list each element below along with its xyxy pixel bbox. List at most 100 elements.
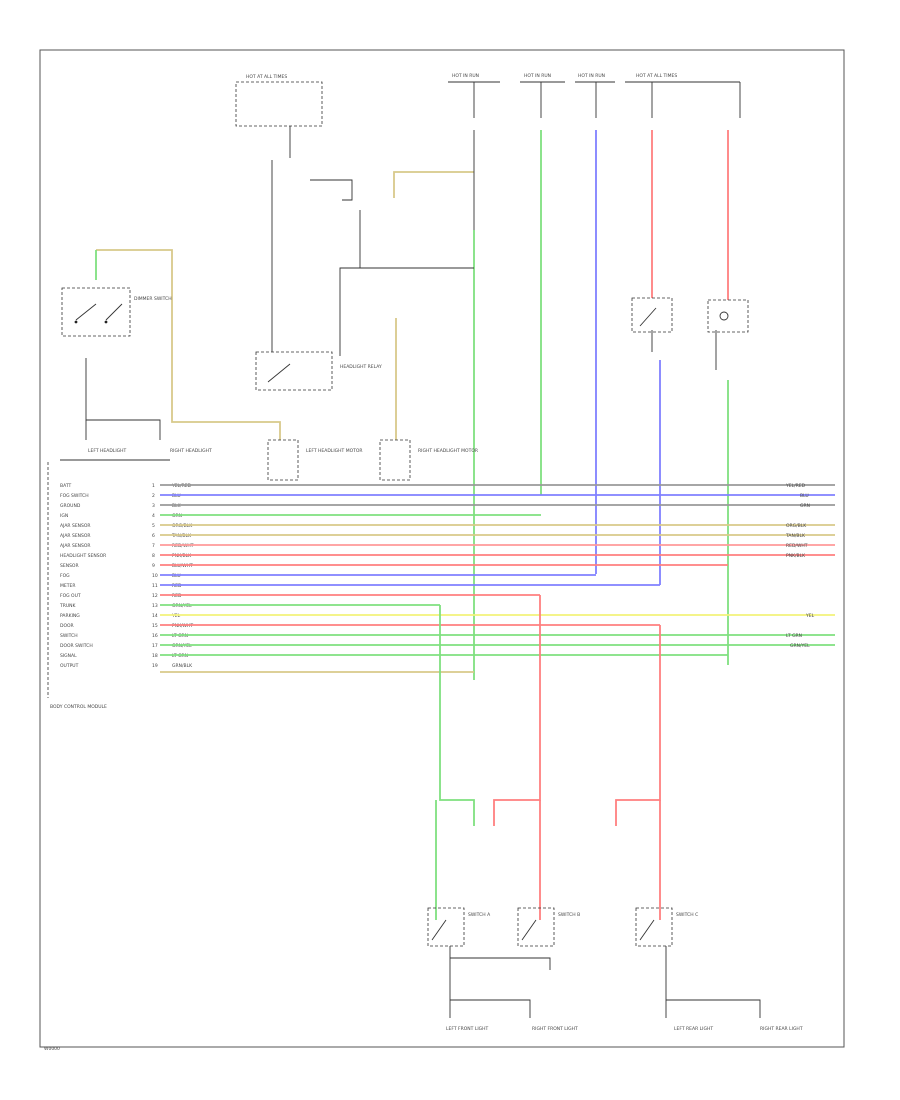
pin-wire-3: GRN — [172, 513, 182, 519]
svg-text:PNK/BLK: PNK/BLK — [786, 553, 806, 559]
svg-text:DIMMER SWITCH: DIMMER SWITCH — [134, 296, 172, 302]
switch-a: SWITCH A — [427, 907, 491, 947]
svg-text:LEFT REAR LIGHT: LEFT REAR LIGHT — [674, 1026, 713, 1032]
pin-name-12: TRUNK — [59, 603, 77, 609]
pin-name-13: PARKING — [60, 613, 80, 619]
pin-name-0: BATT — [60, 483, 71, 489]
svg-text:HEADLIGHT RELAY: HEADLIGHT RELAY — [340, 364, 382, 370]
pin-wire-13: YEL — [171, 613, 181, 619]
pin-name-2: GROUND — [60, 503, 81, 509]
svg-text:HOT IN RUN: HOT IN RUN — [578, 73, 605, 79]
pin-num-4: 5 — [152, 523, 155, 529]
svg-text:LEFT FRONT LIGHT: LEFT FRONT LIGHT — [446, 1026, 489, 1032]
dimmer-switch: DIMMER SWITCH — [61, 287, 172, 337]
svg-text:RIGHT HEADLIGHT: RIGHT HEADLIGHT — [170, 448, 212, 454]
switch-b: SWITCH B — [517, 907, 580, 947]
pin-num-10: 11 — [152, 583, 158, 589]
svg-text:RED/WHT: RED/WHT — [786, 543, 808, 549]
fuse-box-1: HOT AT ALL TIMES — [235, 74, 323, 158]
wire-tan-dimmer — [96, 249, 281, 440]
pin-num-7: 8 — [152, 553, 155, 559]
pin-wire-14: PNK/WHT — [172, 623, 193, 629]
pin-name-6: AJAR SENSOR — [60, 543, 91, 549]
pin-num-6: 7 — [152, 543, 155, 549]
svg-text:GRN: GRN — [800, 503, 810, 509]
pin-num-8: 9 — [152, 563, 155, 569]
pin-wire-10: RED — [172, 583, 182, 589]
pin-name-3: IGN — [60, 513, 68, 519]
pin-num-0: 1 — [152, 483, 155, 489]
pin-name-8: SENSOR — [60, 563, 79, 569]
pin-wire-1: BLU — [172, 493, 181, 499]
pin-num-3: 4 — [152, 513, 155, 519]
svg-text:ORG/BLK: ORG/BLK — [786, 523, 807, 529]
wire-black-top — [85, 130, 717, 440]
pin-wire-4: ORG/BLK — [172, 523, 193, 529]
connector-pins: BATT 1 YEL/RED FOG SWITCH 2 BLU GROUND 3… — [59, 483, 194, 669]
pin-num-9: 10 — [152, 573, 158, 579]
svg-text:SWITCH C: SWITCH C — [676, 912, 698, 918]
pin-wire-11: RED — [172, 593, 182, 599]
pin-wire-2: BLK — [172, 503, 182, 509]
pin-name-4: AJAR SENSOR — [60, 523, 91, 529]
pin-wire-7: PNK/BLK — [172, 553, 192, 559]
pin-name-11: FOG OUT — [60, 593, 81, 599]
svg-text:HOT IN RUN: HOT IN RUN — [524, 73, 551, 79]
pin-name-1: FOG SWITCH — [60, 493, 89, 499]
pin-num-18: 19 — [152, 663, 158, 669]
pin-wire-5: TAN/BLK — [171, 533, 192, 539]
pin-num-1: 2 — [152, 493, 155, 499]
svg-text:GRN/YEL: GRN/YEL — [790, 643, 810, 649]
svg-text:HOT AT ALL TIMES: HOT AT ALL TIMES — [636, 73, 677, 79]
svg-text:SWITCH A: SWITCH A — [468, 912, 491, 918]
pin-wire-17: LT GRN — [172, 653, 188, 659]
pin-name-9: FOG — [60, 573, 70, 579]
bottom-wires — [449, 946, 761, 1018]
svg-text:LEFT HEADLIGHT MOTOR: LEFT HEADLIGHT MOTOR — [306, 448, 363, 454]
pin-num-12: 13 — [152, 603, 158, 609]
footer-code: W0000 — [44, 1046, 60, 1052]
body-control-module: BODY CONTROL MODULE — [47, 462, 107, 710]
bottom-labels: LEFT FRONT LIGHT RIGHT FRONT LIGHT LEFT … — [446, 1026, 803, 1032]
left-headlight: LEFT HEADLIGHT — [60, 448, 170, 461]
diagram-frame — [39, 49, 845, 1048]
right-labels: YEL/RED BLU GRN ORG/BLK TAN/BLK RED/WHT … — [785, 483, 815, 649]
fuse-box-4: HOT IN RUN — [575, 73, 615, 118]
pin-num-16: 17 — [152, 643, 158, 649]
wire-tan-top — [393, 171, 474, 198]
svg-text:RIGHT HEADLIGHT MOTOR: RIGHT HEADLIGHT MOTOR — [418, 448, 478, 454]
svg-text:SWITCH B: SWITCH B — [558, 912, 580, 918]
pin-wire-16: GRN/YEL — [172, 643, 192, 649]
pin-name-16: DOOR SWITCH — [60, 643, 93, 649]
svg-text:RIGHT REAR LIGHT: RIGHT REAR LIGHT — [760, 1026, 803, 1032]
pin-name-14: DOOR — [60, 623, 74, 629]
pin-num-2: 3 — [152, 503, 155, 509]
svg-text:BLU: BLU — [800, 493, 809, 499]
svg-text:BODY CONTROL MODULE: BODY CONTROL MODULE — [50, 704, 107, 710]
pin-wire-12: GRN/YEL — [172, 603, 192, 609]
fuse-box-2: HOT IN RUN — [448, 73, 500, 118]
lower-wires — [435, 595, 661, 920]
pin-num-17: 18 — [152, 653, 158, 659]
pin-wire-8: BLU/WHT — [172, 563, 193, 569]
sw-upper-right-1 — [631, 297, 673, 333]
pin-name-10: METER — [60, 583, 75, 589]
pin-name-7: HEADLIGHT SENSOR — [60, 553, 106, 559]
svg-text:RIGHT FRONT LIGHT: RIGHT FRONT LIGHT — [532, 1026, 578, 1032]
svg-text:HOT AT ALL TIMES: HOT AT ALL TIMES — [246, 74, 287, 80]
pin-wire-18: GRN/BLK — [172, 663, 193, 669]
bus-wires — [160, 484, 835, 673]
pin-wire-15: LT GRN — [172, 633, 188, 639]
left-headlight-motor: LEFT HEADLIGHT MOTOR — [267, 439, 363, 481]
pin-wire-6: RED/WHT — [172, 543, 194, 549]
pin-num-13: 14 — [152, 613, 158, 619]
sw-upper-right-2 — [707, 299, 749, 333]
right-headlight-motor: RIGHT HEADLIGHT MOTOR — [379, 439, 478, 481]
fuse-box-3: HOT IN RUN — [520, 73, 565, 118]
pin-name-5: AJAR SENSOR — [60, 533, 91, 539]
svg-text:HOT IN RUN: HOT IN RUN — [452, 73, 479, 79]
svg-text:TAN/BLK: TAN/BLK — [785, 533, 806, 539]
svg-text:LEFT HEADLIGHT: LEFT HEADLIGHT — [88, 448, 127, 454]
pin-wire-9: BLU — [172, 573, 181, 579]
